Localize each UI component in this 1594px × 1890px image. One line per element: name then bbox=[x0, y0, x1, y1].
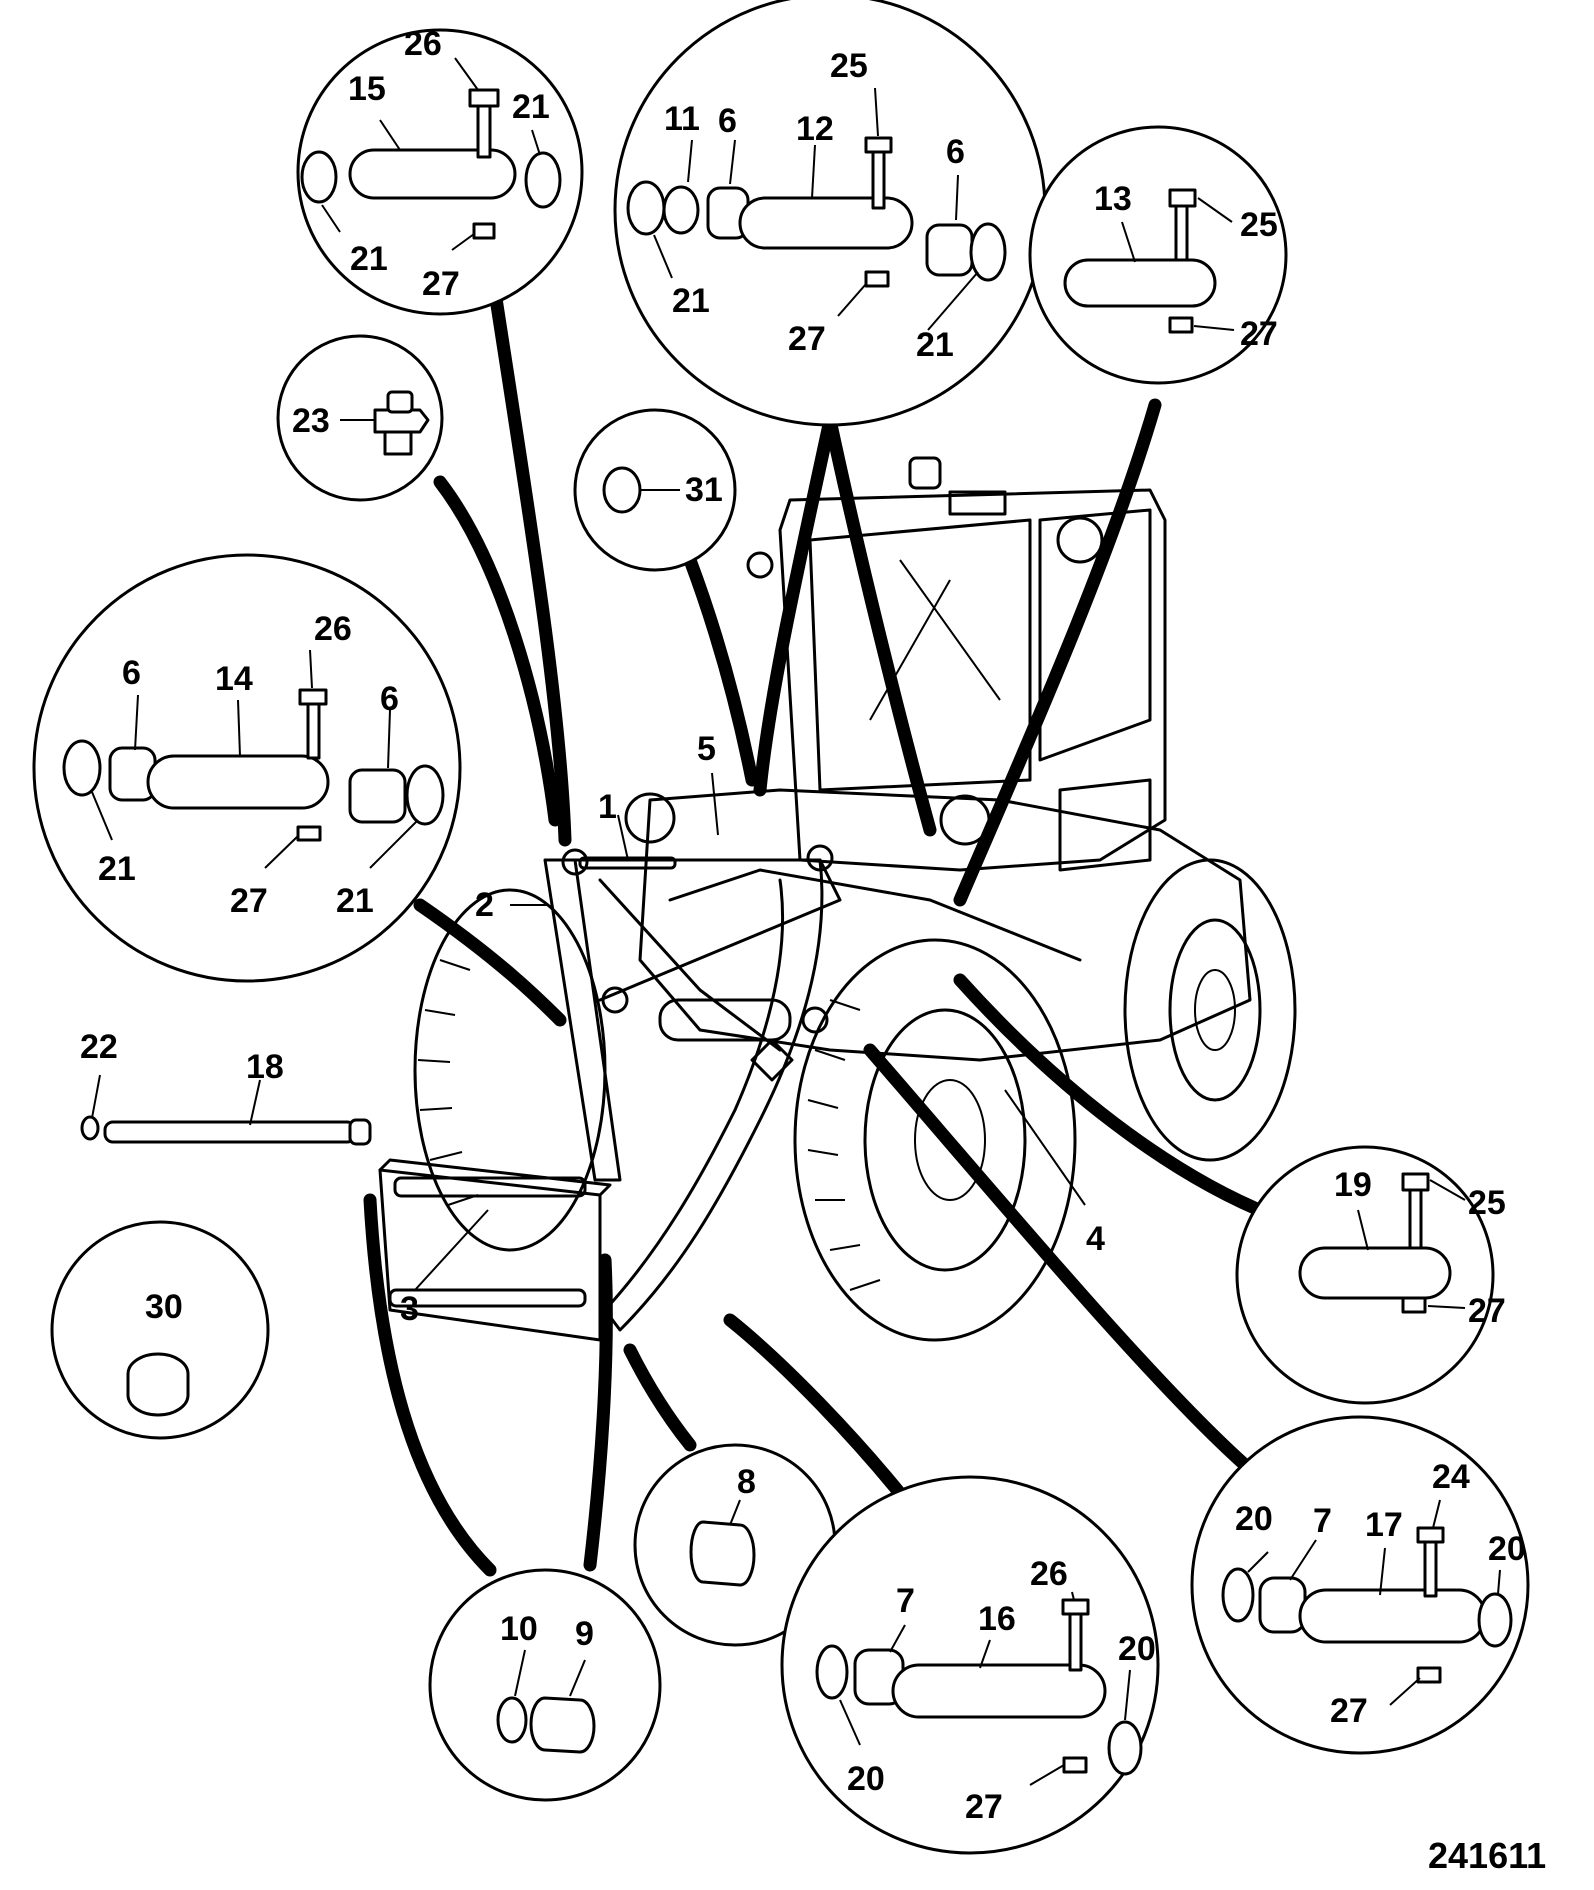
callout-21c: 21 bbox=[672, 282, 710, 320]
machine-callout-leaders bbox=[414, 772, 1086, 1291]
callout-25a: 25 bbox=[830, 47, 868, 85]
callout-23: 23 bbox=[292, 402, 330, 440]
callout-21a: 21 bbox=[512, 88, 550, 126]
callout-12: 12 bbox=[796, 110, 834, 148]
callout-26a: 26 bbox=[404, 25, 442, 63]
callout-19: 19 bbox=[1334, 1166, 1372, 1204]
callout-8: 8 bbox=[737, 1463, 756, 1501]
callout-21d: 21 bbox=[916, 326, 954, 364]
callout-20d: 20 bbox=[1488, 1530, 1526, 1568]
callout-27c: 27 bbox=[1240, 315, 1278, 353]
callout-7a: 7 bbox=[896, 1582, 915, 1620]
callout-21f: 21 bbox=[336, 882, 374, 920]
callout-25b: 25 bbox=[1240, 206, 1278, 244]
callout-3: 3 bbox=[400, 1290, 419, 1328]
callout-1: 1 bbox=[598, 788, 617, 826]
callout-31: 31 bbox=[685, 471, 723, 509]
detail-circle-j bbox=[428, 1568, 662, 1802]
callout-9: 9 bbox=[575, 1615, 594, 1653]
detail-circle-e bbox=[573, 408, 737, 572]
callout-27g: 27 bbox=[1330, 1692, 1368, 1730]
callout-27d: 27 bbox=[230, 882, 268, 920]
callout-27a: 27 bbox=[422, 265, 460, 303]
leader-lines bbox=[363, 285, 1297, 1577]
callout-6a: 6 bbox=[718, 102, 737, 140]
callout-16: 16 bbox=[978, 1600, 1016, 1638]
callout-2: 2 bbox=[475, 886, 494, 924]
callout-30: 30 bbox=[145, 1288, 183, 1326]
callout-27f: 27 bbox=[965, 1788, 1003, 1826]
callout-21b: 21 bbox=[350, 240, 388, 278]
callout-18: 18 bbox=[246, 1048, 284, 1086]
callout-14: 14 bbox=[215, 660, 253, 698]
callout-27b: 27 bbox=[788, 320, 826, 358]
detail-circle-h bbox=[1235, 1145, 1495, 1405]
callout-6c: 6 bbox=[122, 654, 141, 692]
callout-25c: 25 bbox=[1468, 1184, 1506, 1222]
loose-pin-18 bbox=[80, 1074, 372, 1146]
callout-20c: 20 bbox=[1235, 1500, 1273, 1538]
detail-circle-c bbox=[1028, 125, 1288, 385]
detail-circle-i bbox=[633, 1443, 837, 1647]
callout-10: 10 bbox=[500, 1610, 538, 1648]
callout-5: 5 bbox=[697, 730, 716, 768]
callout-20a: 20 bbox=[1118, 1630, 1156, 1668]
callout-11: 11 bbox=[664, 100, 700, 138]
detail-circle-b bbox=[613, 0, 1047, 427]
callout-7b: 7 bbox=[1313, 1502, 1332, 1540]
callout-26c: 26 bbox=[1030, 1555, 1068, 1593]
callout-22: 22 bbox=[80, 1028, 118, 1066]
wheel-loader-illustration bbox=[378, 456, 1297, 1342]
callout-6b: 6 bbox=[946, 133, 965, 171]
detail-circle-f bbox=[32, 553, 462, 983]
figure-number: 241611 bbox=[1428, 1835, 1546, 1876]
callout-17: 17 bbox=[1365, 1506, 1403, 1544]
callout-15: 15 bbox=[348, 70, 386, 108]
detail-circle-k bbox=[780, 1475, 1160, 1855]
callout-21e: 21 bbox=[98, 850, 136, 888]
callout-4: 4 bbox=[1086, 1220, 1105, 1258]
callout-27e: 27 bbox=[1468, 1292, 1506, 1330]
callout-labels: 26 15 21 21 27 25 11 6 12 6 21 27 21 13 … bbox=[80, 25, 1526, 1826]
callout-24: 24 bbox=[1432, 1458, 1470, 1496]
callout-26b: 26 bbox=[314, 610, 352, 648]
detail-circle-g bbox=[50, 1220, 270, 1440]
detail-circle-l bbox=[1190, 1415, 1530, 1755]
callout-20b: 20 bbox=[847, 1760, 885, 1798]
detail-circle-d bbox=[276, 334, 444, 502]
callout-13: 13 bbox=[1094, 180, 1132, 218]
detail-circle-a bbox=[296, 28, 584, 316]
callout-6d: 6 bbox=[380, 680, 399, 718]
